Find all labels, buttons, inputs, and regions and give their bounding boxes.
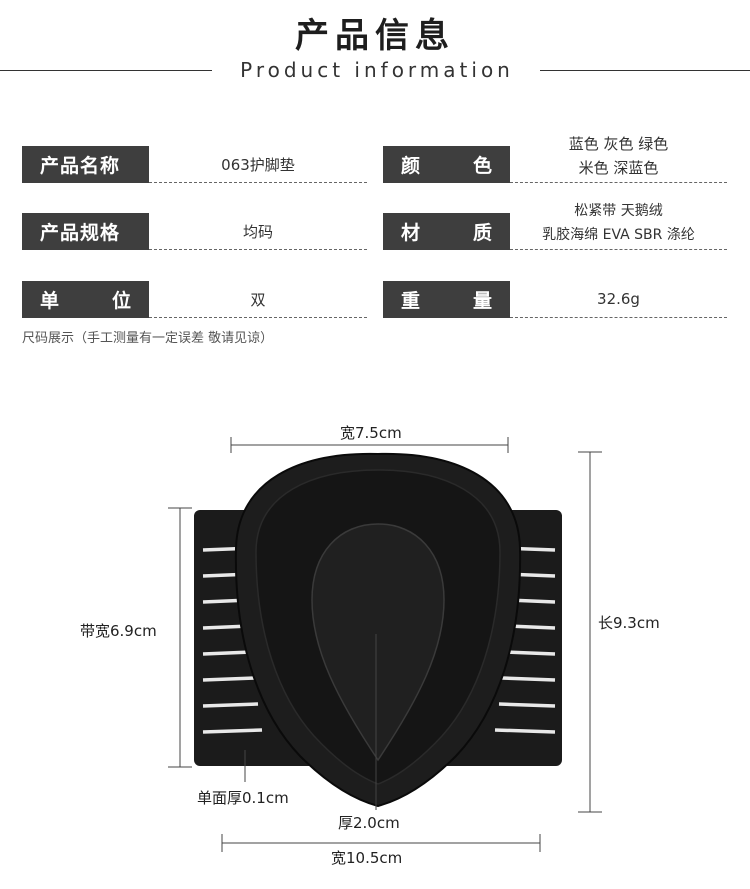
dim-strap-width: 带宽6.9cm [80, 622, 157, 640]
spec-label-unit-b: 位 [111, 290, 131, 312]
spec-label-weight: 重 量 [383, 281, 510, 318]
spec-label-product-name: 产品名称 [22, 146, 149, 183]
product-diagram [168, 437, 602, 852]
subtitle-row: Product information [0, 58, 750, 82]
dim-width-bottom: 宽10.5cm [331, 849, 403, 867]
spec-value-color: 蓝色 灰色 绿色 米色 深蓝色 [510, 120, 727, 183]
dim-single-thickness: 单面厚0.1cm [197, 789, 289, 807]
spec-label-color-a: 颜 [401, 155, 421, 177]
spec-label-unit: 单 位 [22, 281, 149, 318]
pad-dome [311, 523, 445, 762]
dim-length: 长9.3cm [598, 614, 660, 632]
spec-value-unit: 双 [149, 281, 367, 318]
spec-label-material-a: 材 [401, 222, 421, 244]
page-title: 产品信息 [295, 16, 455, 56]
spec-value-material-line1: 松紧带 天鹅绒 [574, 203, 663, 219]
spec-label-color: 颜 色 [383, 146, 510, 183]
dim-thickness: 厚2.0cm [338, 814, 400, 832]
spec-value-product-name: 063护脚垫 [149, 146, 367, 183]
spec-label-material-b: 质 [472, 222, 492, 244]
spec-label-weight-a: 重 [401, 290, 421, 312]
page-subtitle: Product information [240, 58, 514, 82]
spec-value-weight: 32.6g [510, 281, 727, 318]
spec-label-unit-a: 单 [40, 290, 60, 312]
spec-value-color-line2: 米色 深蓝色 [578, 159, 659, 177]
spec-label-weight-b: 量 [472, 290, 492, 312]
divider-left [0, 70, 212, 71]
spec-label-product-size: 产品规格 [22, 213, 149, 250]
spec-label-material: 材 质 [383, 213, 510, 250]
dim-width-top: 宽7.5cm [340, 424, 402, 442]
spec-value-material: 松紧带 天鹅绒 乳胶海绵 EVA SBR 涤纶 [510, 192, 727, 250]
spec-value-color-line1: 蓝色 灰色 绿色 [568, 135, 669, 153]
spec-value-product-size: 均码 [149, 213, 367, 250]
spec-value-material-line2: 乳胶海绵 EVA SBR 涤纶 [542, 227, 695, 243]
size-note: 尺码展示（手工测量有一定误差 敬请见谅） [22, 331, 274, 346]
divider-right [540, 70, 750, 71]
spec-label-color-b: 色 [472, 155, 492, 177]
dimension-lines [168, 437, 602, 852]
